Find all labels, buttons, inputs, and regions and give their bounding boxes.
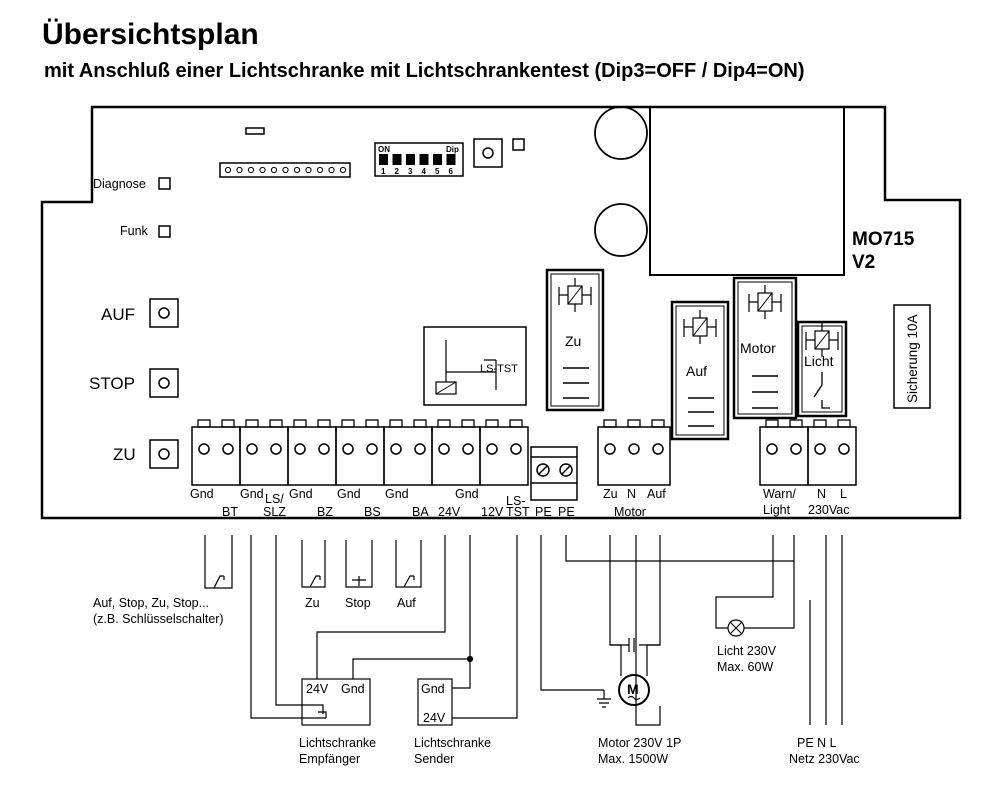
version-label: V2 [852,252,875,273]
page-subtitle: mit Anschluß einer Lichtschranke mit Lic… [44,60,805,82]
dip-label: Dip [446,145,459,154]
model-label: MO715 [852,229,915,250]
pe-terminal-block [530,446,578,501]
auf-relay: Auf [670,300,730,441]
switch-zu-label: Zu [305,596,320,610]
terminal-slz: SLZ [263,505,286,519]
zu-button-label: ZU [113,445,136,464]
motor-symbol [618,674,650,706]
stop-button[interactable] [149,368,179,398]
funk-led [158,225,171,238]
page-title: Übersichtsplan [42,18,259,51]
terminal-230vac: 230Vac [808,503,849,517]
zu-button[interactable] [149,439,179,469]
dip-on-label: ON [378,145,390,154]
lamp-label-1: Licht 230V [717,644,777,658]
pin-header [219,162,351,178]
terminal-motor: Motor [614,505,646,519]
licht-relay-label: Licht [804,353,834,369]
terminal-12v: 12V [481,505,504,519]
motor-label-1: Motor 230V 1P [598,736,681,750]
receiver-24v-label: 24V [306,682,329,696]
diagnose-label: Diagnose [93,177,146,191]
board-outline [40,105,962,520]
zu-relay: Zu [545,268,605,412]
auf-button[interactable] [149,298,179,328]
terminal-motor-auf: Auf [647,487,666,501]
switches-label-2: (z.B. Schlüsselschalter) [93,612,224,626]
receiver-box [301,678,371,726]
terminal-pe-1: PE [535,505,552,519]
sender-label-2: Sender [414,752,454,766]
ls-tst-relay-label: LS-TST [480,363,518,375]
licht-relay: Licht [796,320,848,418]
test-pad [512,138,525,151]
zu-relay-label: Zu [565,333,581,349]
reset-button[interactable] [473,138,503,168]
switch-stop-label: Stop [345,596,371,610]
switches-label-1: Auf, Stop, Zu, Stop... [93,596,209,610]
receiver-label-1: Lichtschranke [299,736,376,750]
sender-gnd-label: Gnd [421,682,445,696]
sender-label-1: Lichtschranke [414,736,491,750]
dip-number: 2 [395,167,400,176]
net-label-1: PE N L [797,736,837,750]
terminal-light: Light [763,503,791,517]
led-indicator [245,127,265,135]
terminal-bs: BS [364,505,381,519]
terminal-bz: BZ [317,505,333,519]
funk-label: Funk [120,224,149,238]
receiver-label-2: Empfänger [299,752,360,766]
diagnose-led [158,177,171,190]
auf-relay-label: Auf [686,363,707,379]
terminal-gnd-3: Gnd [289,487,313,501]
terminal-gnd-6: Gnd [455,487,479,501]
dip-number: 5 [435,167,440,176]
transformer [649,106,845,276]
reset-button-dot [482,147,494,159]
sender-24v-label: 24V [423,711,446,725]
dip-number: 6 [449,167,454,176]
fuse [893,304,931,409]
terminal-gnd-5: Gnd [385,487,409,501]
motor-label-2: Max. 1500W [598,752,668,766]
terminal-ls-slz-top: LS/ [265,492,284,506]
terminal-24v: 24V [438,505,461,519]
dip-number: 1 [381,167,386,176]
terminal-gnd-1: Gnd [190,487,214,501]
fuse-label: Sicherung 10A [905,314,920,403]
sender-box [417,678,453,726]
terminal-blocks [191,419,857,486]
terminal-bt: BT [222,505,238,519]
terminal-tst: TST [506,505,530,519]
motor-relay: Motor [732,276,798,420]
capacitor-2 [594,203,648,257]
terminal-warn: Warn/ [763,487,796,501]
external-wiring: M [204,535,843,726]
terminal-pe-2: PE [558,505,575,519]
ls-tst-relay: LS-TST [423,326,527,406]
terminal-motor-n: N [627,487,636,501]
stop-button-label: STOP [89,374,135,393]
lamp-label-2: Max. 60W [717,660,773,674]
terminal-motor-zu: Zu [603,487,618,501]
switch-auf-label: Auf [397,596,416,610]
terminal-ba: BA [412,505,429,519]
terminal-gnd-2: Gnd [240,487,264,501]
terminal-gnd-4: Gnd [337,487,361,501]
dip-number: 4 [422,167,427,176]
motor-symbol-label: M [627,681,639,697]
capacitor-1 [594,106,648,160]
terminal-n: N [817,487,826,501]
net-label-2: Netz 230Vac [789,752,860,766]
terminal-l: L [840,487,847,501]
motor-relay-label: Motor [740,340,776,356]
receiver-gnd-label: Gnd [341,682,365,696]
dip-number: 3 [408,167,413,176]
auf-button-label: AUF [101,305,135,324]
terminal-ls-tst-top: LS- [506,494,525,508]
